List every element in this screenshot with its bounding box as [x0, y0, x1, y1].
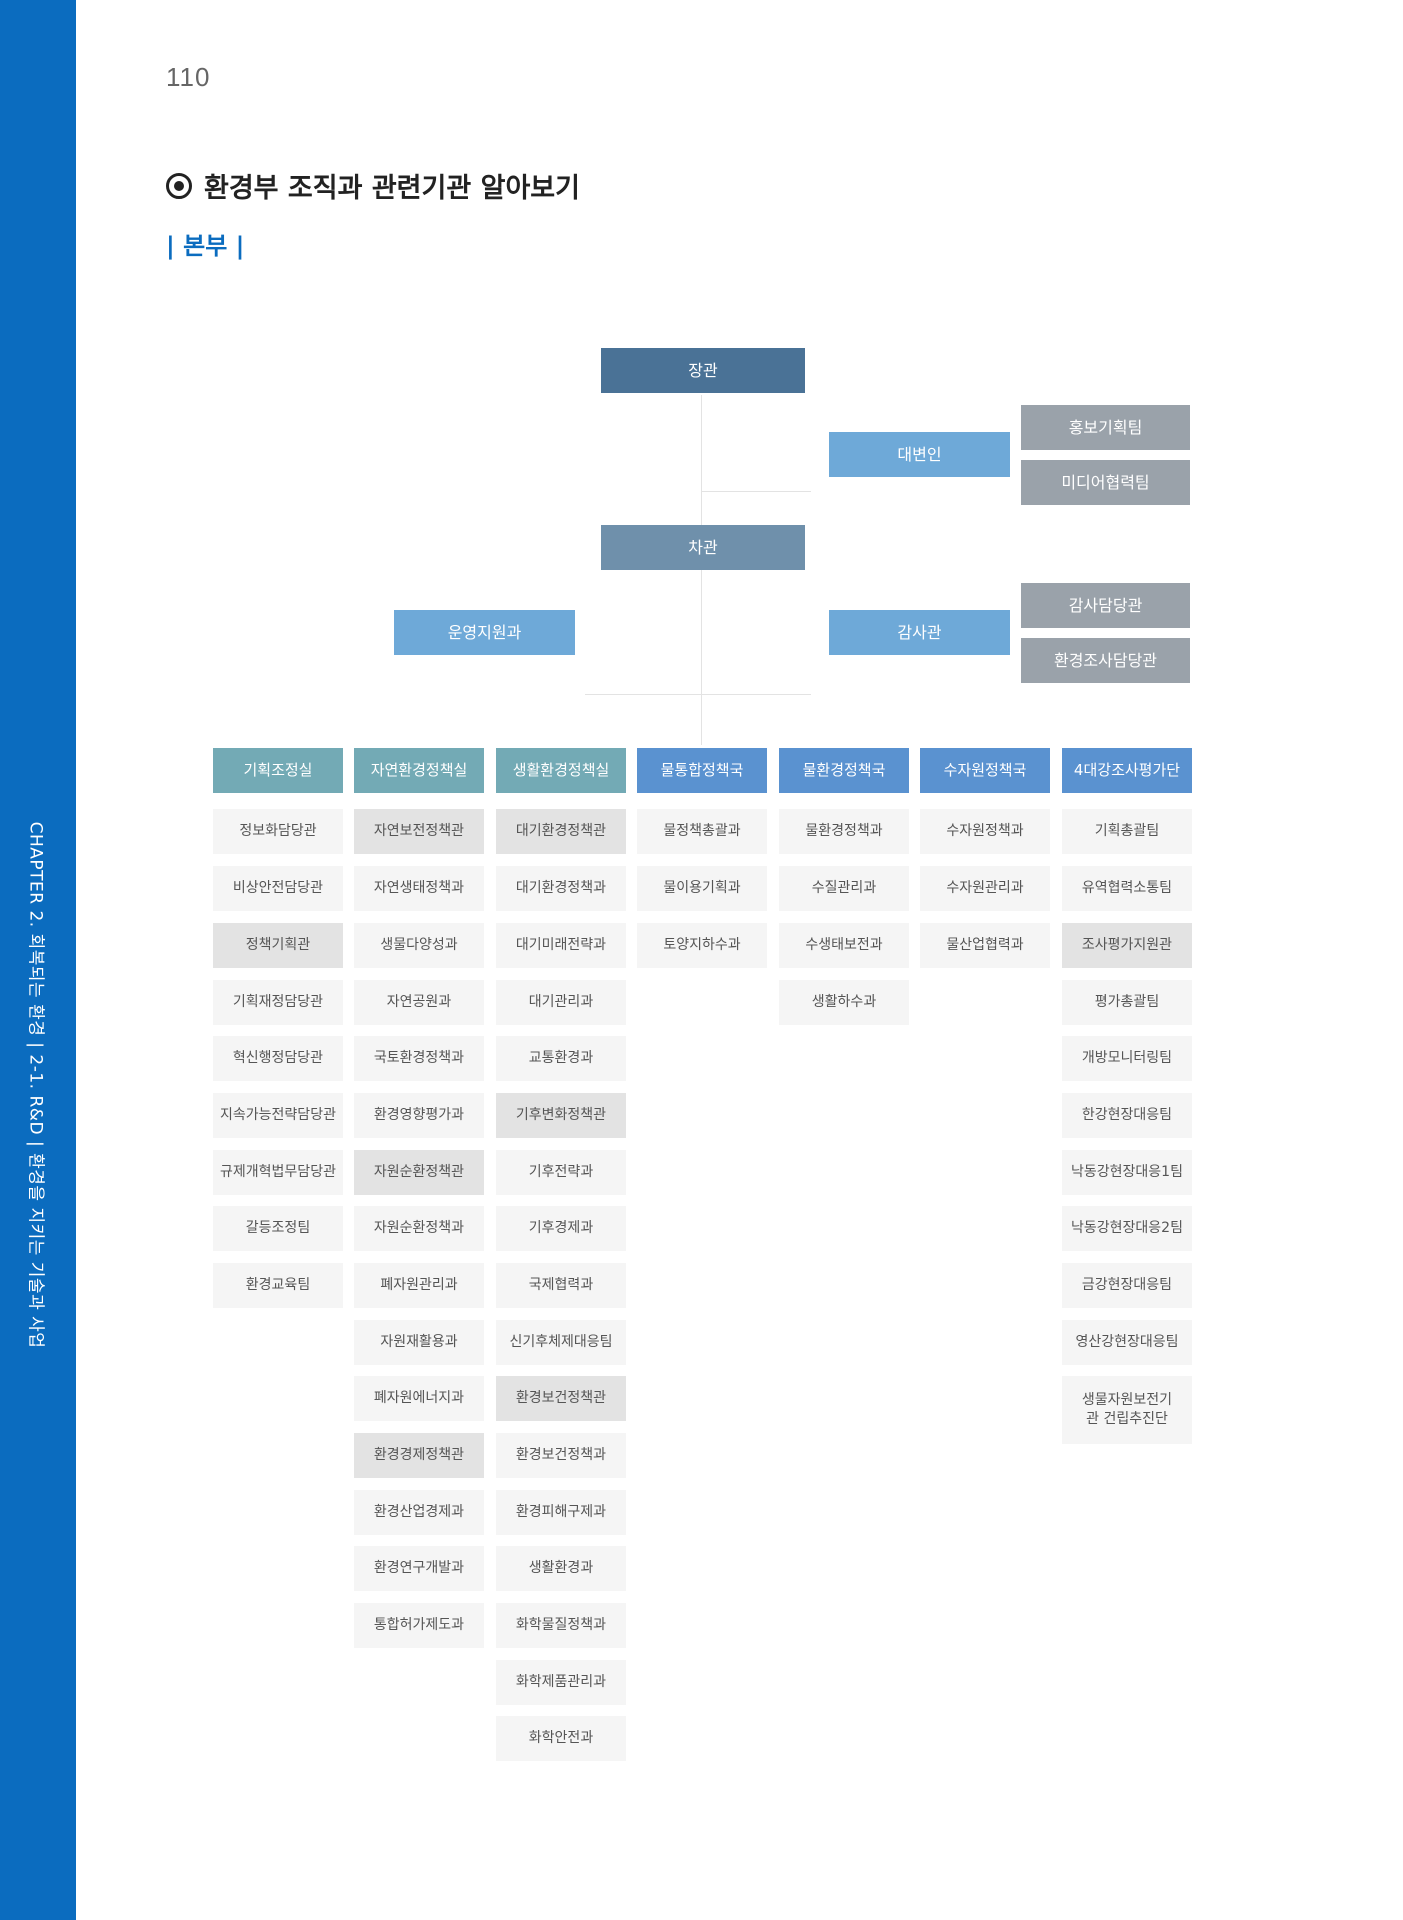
org-unit: 규제개혁법무담당관: [213, 1150, 343, 1195]
org-unit: 물환경정책과: [779, 809, 909, 854]
org-unit: 정책기획관: [213, 923, 343, 968]
org-unit: 화학제품관리과: [496, 1660, 626, 1705]
org-unit: 대기환경정책관: [496, 809, 626, 854]
org-unit: 생활환경과: [496, 1546, 626, 1591]
org-unit: 갈등조정팀: [213, 1206, 343, 1251]
org-unit: 자연생태정책과: [354, 866, 484, 911]
title-row: 환경부 조직과 관련기관 알아보기: [166, 166, 580, 205]
org-unit: 통합허가제도과: [354, 1603, 484, 1648]
org-unit: 기후전략과: [496, 1150, 626, 1195]
auditor-box: 감사관: [829, 610, 1010, 655]
org-unit: 자원재활용과: [354, 1320, 484, 1365]
section-subtitle: | 본부 |: [166, 232, 245, 260]
org-unit: 낙동강현장대응2팀: [1062, 1206, 1192, 1251]
spokesperson-box: 대변인: [829, 432, 1010, 477]
org-unit: 유역협력소통팀: [1062, 866, 1192, 911]
org-unit: 환경연구개발과: [354, 1546, 484, 1591]
org-unit: 비상안전담당관: [213, 866, 343, 911]
chapter-label: CHAPTER 2. 회복되는 환경 | 2-1. R&D | 환경을 지키는 …: [25, 821, 46, 1349]
admin-support-box: 운영지원과: [394, 610, 575, 655]
connector-line: [701, 491, 811, 492]
org-unit: 기후변화정책관: [496, 1093, 626, 1138]
org-unit: 대기관리과: [496, 980, 626, 1025]
pr-team-box: 홍보기획팀: [1021, 405, 1190, 450]
org-unit: 토양지하수과: [637, 923, 767, 968]
org-unit: 자원순환정책관: [354, 1150, 484, 1195]
org-unit: 자연보전정책관: [354, 809, 484, 854]
dept-header: 물통합정책국: [637, 748, 767, 793]
org-unit: 환경산업경제과: [354, 1490, 484, 1535]
org-unit: 개방모니터링팀: [1062, 1036, 1192, 1081]
org-unit: 물산업협력과: [920, 923, 1050, 968]
org-unit: 물정책총괄과: [637, 809, 767, 854]
org-unit: 낙동강현장대응1팀: [1062, 1150, 1192, 1195]
org-unit: 정보화담당관: [213, 809, 343, 854]
page-number: 110: [166, 62, 211, 92]
org-unit: 기후경제과: [496, 1206, 626, 1251]
audit-officer-box: 감사담당관: [1021, 583, 1190, 628]
connector-line: [585, 694, 811, 695]
org-unit: 생활하수과: [779, 980, 909, 1025]
org-unit: 혁신행정담당관: [213, 1036, 343, 1081]
connector-line: [701, 395, 702, 525]
org-unit: 대기환경정책과: [496, 866, 626, 911]
org-unit: 환경교육팀: [213, 1263, 343, 1308]
org-unit: 수질관리과: [779, 866, 909, 911]
org-unit: 수자원관리과: [920, 866, 1050, 911]
org-unit: 영산강현장대응팀: [1062, 1320, 1192, 1365]
org-unit: 한강현장대응팀: [1062, 1093, 1192, 1138]
org-unit: 환경피해구제과: [496, 1490, 626, 1535]
org-unit: 평가총괄팀: [1062, 980, 1192, 1025]
dept-header: 물환경정책국: [779, 748, 909, 793]
org-unit: 화학물질정책과: [496, 1603, 626, 1648]
org-unit: 기획총괄팀: [1062, 809, 1192, 854]
org-unit: 환경영향평가과: [354, 1093, 484, 1138]
org-unit: 금강현장대응팀: [1062, 1263, 1192, 1308]
minister-box: 장관: [601, 348, 805, 393]
org-unit: 수생태보전과: [779, 923, 909, 968]
media-team-box: 미디어협력팀: [1021, 460, 1190, 505]
vice-minister-box: 차관: [601, 525, 805, 570]
org-unit: 환경보건정책관: [496, 1376, 626, 1421]
org-unit: 자연공원과: [354, 980, 484, 1025]
org-unit: 국토환경정책과: [354, 1036, 484, 1081]
org-unit: 환경경제정책관: [354, 1433, 484, 1478]
side-band: CHAPTER 2. 회복되는 환경 | 2-1. R&D | 환경을 지키는 …: [0, 0, 76, 1920]
org-unit: 국제협력과: [496, 1263, 626, 1308]
dept-header: 기획조정실: [213, 748, 343, 793]
org-unit: 자원순환정책과: [354, 1206, 484, 1251]
connector-line: [701, 570, 702, 745]
org-unit: 지속가능전략담당관: [213, 1093, 343, 1138]
org-unit: 기획재정담당관: [213, 980, 343, 1025]
org-unit: 화학안전과: [496, 1716, 626, 1761]
org-unit: 물이용기획과: [637, 866, 767, 911]
dept-header: 수자원정책국: [920, 748, 1050, 793]
org-unit: 생물다양성과: [354, 923, 484, 968]
org-unit: 교통환경과: [496, 1036, 626, 1081]
org-unit: 폐자원관리과: [354, 1263, 484, 1308]
org-unit: 수자원정책과: [920, 809, 1050, 854]
dept-header: 자연환경정책실: [354, 748, 484, 793]
org-unit: 조사평가지원관: [1062, 923, 1192, 968]
dept-header: 생활환경정책실: [496, 748, 626, 793]
target-icon: [166, 172, 192, 199]
org-unit: 신기후체제대응팀: [496, 1320, 626, 1365]
org-unit: 폐자원에너지과: [354, 1376, 484, 1421]
env-investigation-box: 환경조사담당관: [1021, 638, 1190, 683]
org-unit: 환경보건정책과: [496, 1433, 626, 1478]
page-title: 환경부 조직과 관련기관 알아보기: [204, 173, 580, 204]
org-unit: 대기미래전략과: [496, 923, 626, 968]
org-unit: 생물자원보전기관 건립추진단: [1062, 1376, 1192, 1444]
dept-header: 4대강조사평가단: [1062, 748, 1192, 793]
